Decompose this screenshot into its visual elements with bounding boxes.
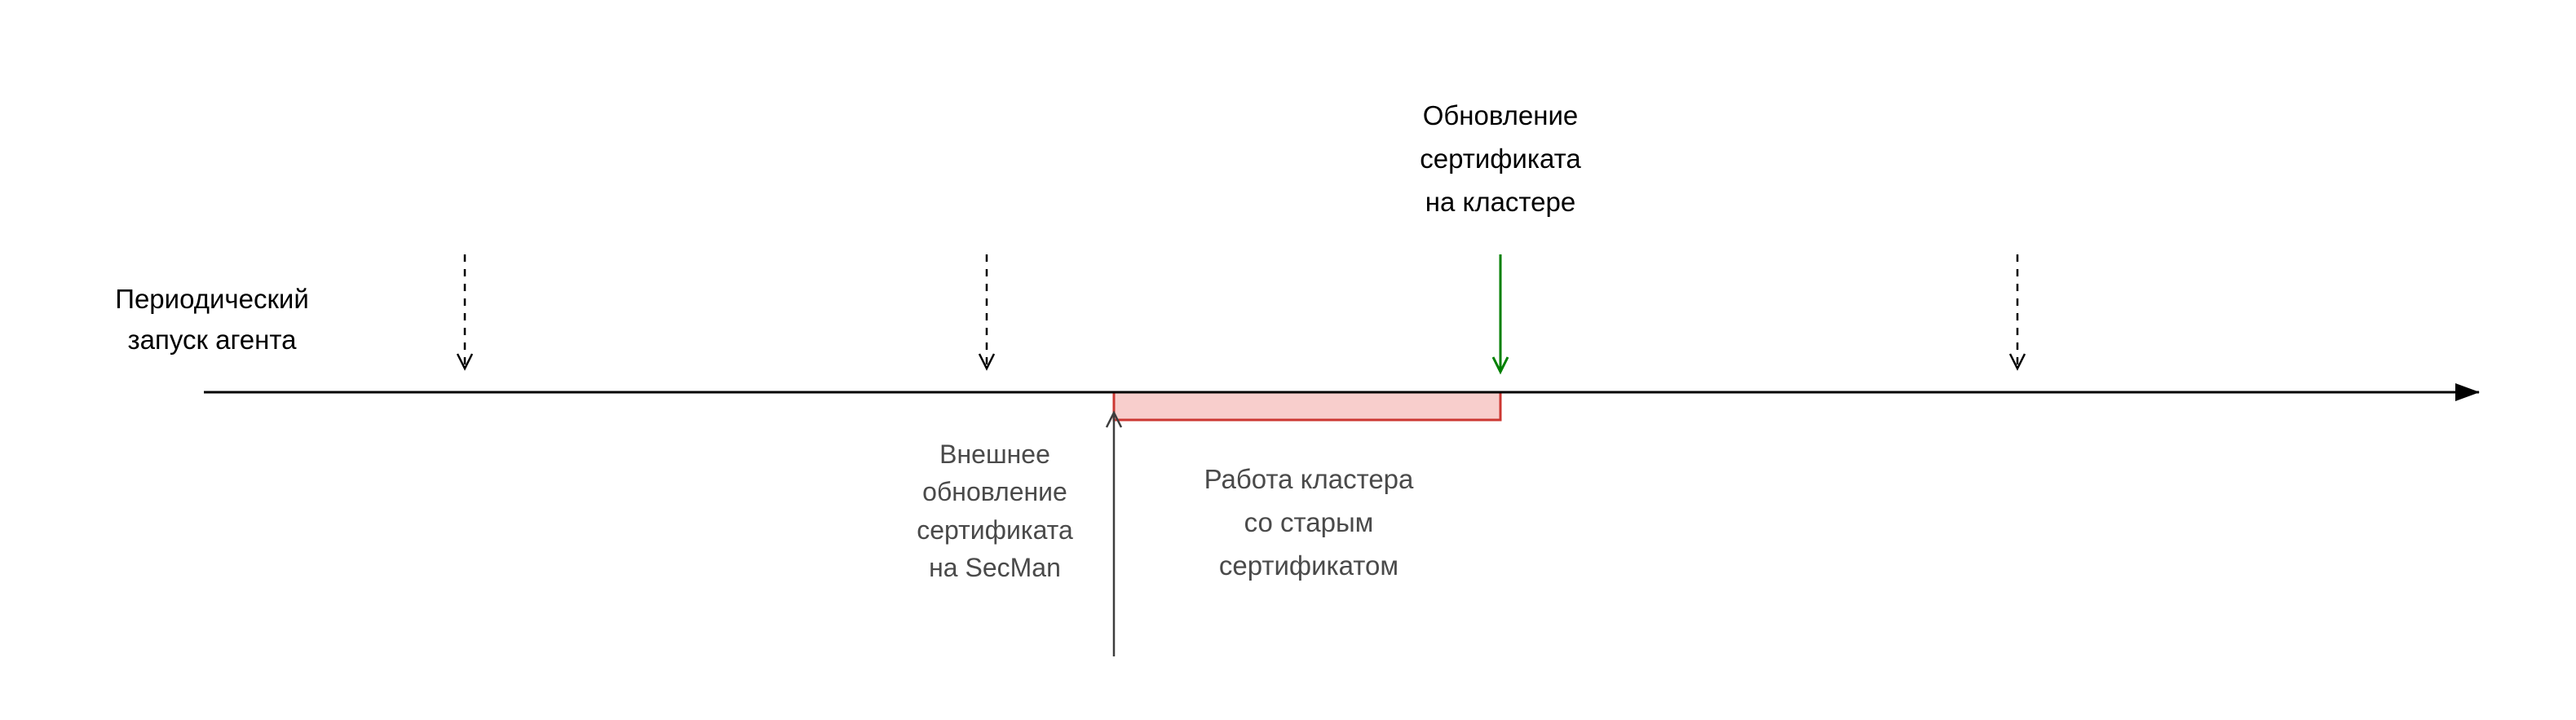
old-cert-cluster-work-label: Работа кластера со старым сертификатом	[1204, 464, 1414, 581]
periodic-agent-run-label: Периодический запуск агента	[115, 284, 309, 355]
external-secman-update-label: Внешнее обновление сертификата на SecMan	[917, 440, 1073, 583]
old-cert-band	[1112, 391, 1502, 422]
cluster-cert-update-label: Обновление сертификата на кластере	[1420, 100, 1581, 217]
